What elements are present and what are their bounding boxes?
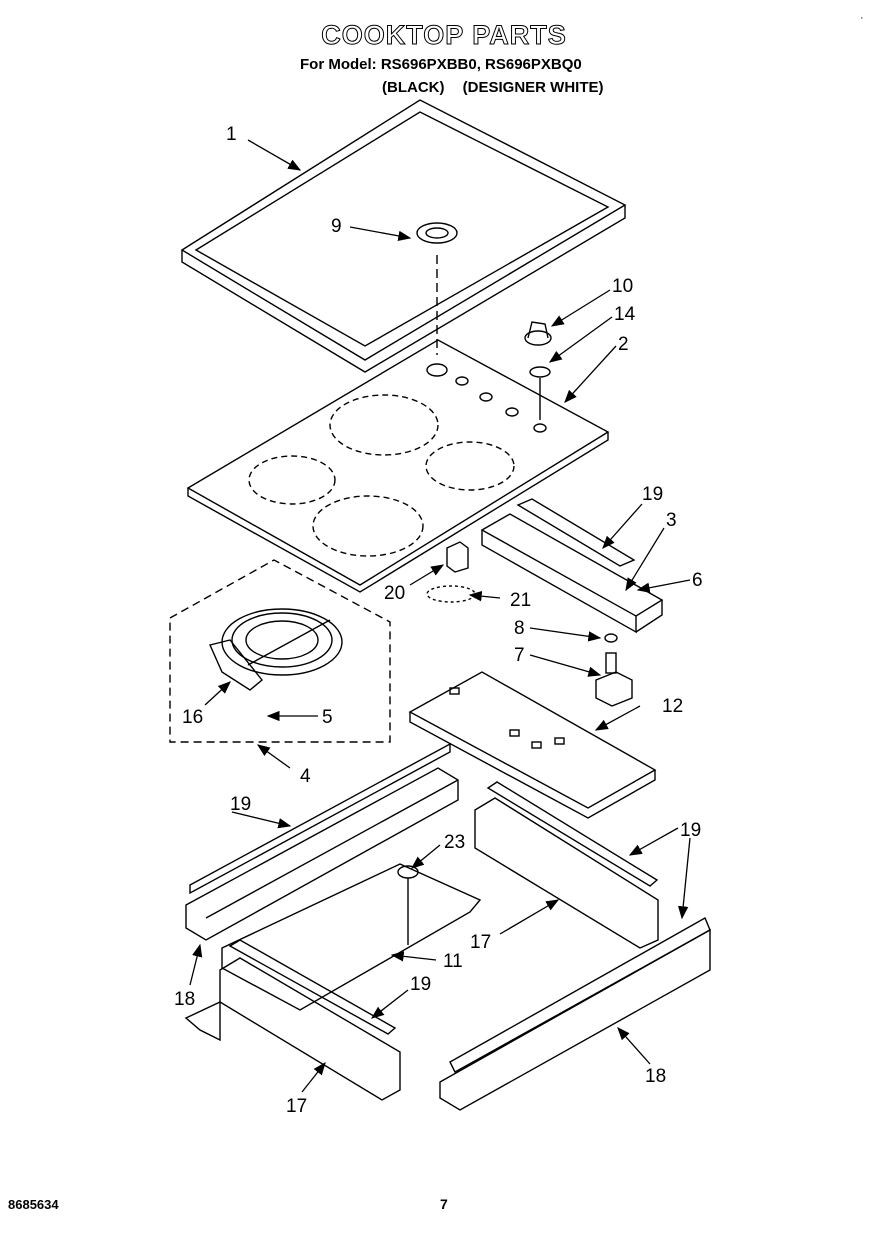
- glass-top-part: [186, 339, 610, 593]
- callout-9: 9: [331, 216, 342, 237]
- document-number: 8685634: [8, 1197, 59, 1212]
- callout-21: 21: [510, 590, 531, 611]
- callout-19-right: 19: [680, 820, 701, 841]
- plug-part: [416, 222, 458, 355]
- callout-7: 7: [514, 645, 525, 666]
- callout-18-right: 18: [645, 1066, 666, 1087]
- plate-part: [408, 671, 657, 819]
- left-rail-part: [185, 742, 459, 941]
- callout-18-left: 18: [174, 989, 195, 1010]
- right-rail-part: [474, 781, 659, 949]
- variant-line: (BLACK) (DESIGNER WHITE): [382, 79, 618, 96]
- model-line: For Model: RS696PXBB0, RS696PXBQ0: [300, 56, 582, 73]
- callout-2: 2: [618, 334, 629, 355]
- callout-11: 11: [443, 951, 463, 972]
- callout-12: 12: [662, 696, 683, 717]
- callout-17-right: 17: [470, 932, 491, 953]
- front-left-rail-part: [184, 939, 401, 1101]
- callout-6: 6: [692, 570, 703, 591]
- callout-19-bottom: 19: [410, 974, 431, 995]
- callout-23: 23: [444, 832, 465, 853]
- callout-8: 8: [514, 618, 525, 639]
- callout-17-left: 17: [286, 1096, 307, 1117]
- page-title: COOKTOP PARTS: [321, 20, 567, 51]
- page-number: 7: [440, 1196, 448, 1212]
- callout-20: 20: [384, 583, 405, 604]
- frame-part: [180, 99, 627, 373]
- callout-14: 14: [614, 304, 636, 325]
- callout-19-top: 19: [642, 484, 663, 505]
- front-right-rail-part: [439, 917, 711, 1111]
- callout-3: 3: [666, 510, 677, 531]
- variant-black: (BLACK): [382, 79, 445, 96]
- callout-10: 10: [612, 276, 633, 297]
- knob-part: [524, 321, 552, 420]
- callout-4: 4: [300, 766, 311, 787]
- callout-1: 1: [226, 124, 237, 145]
- variant-white: (DESIGNER WHITE): [462, 79, 604, 96]
- control-bracket-part: [480, 498, 664, 634]
- corner-mark: ·: [860, 12, 864, 24]
- base-pan-part: [221, 863, 482, 1011]
- bracket-part: [426, 541, 476, 603]
- callout-16: 16: [182, 707, 203, 728]
- switch-part: [595, 633, 633, 707]
- callout-5: 5: [322, 707, 333, 728]
- callout-19-left: 19: [230, 794, 251, 815]
- element-part: [169, 559, 391, 743]
